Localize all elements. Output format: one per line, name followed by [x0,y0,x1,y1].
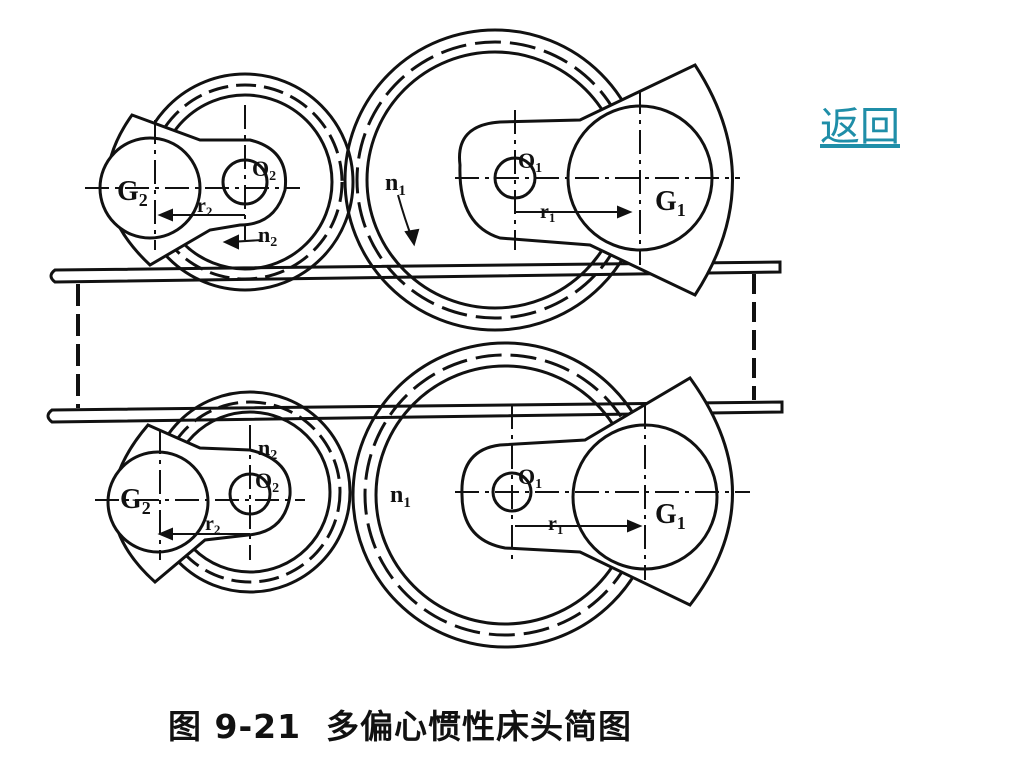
upper-eccentric-g2 [98,113,288,267]
label-o1-upper: O1 [518,148,542,176]
lower-eccentric-g2 [106,423,292,584]
label-r1-upper: r1 [540,201,555,225]
label-o1-lower: O1 [518,464,542,492]
label-r2-upper: r2 [197,195,212,219]
label-n1-lower: n1 [390,482,411,511]
dimension-arrows [157,194,643,541]
back-link[interactable]: 返回 [820,104,900,150]
label-n2-upper: n2 [258,222,277,250]
label-n1-upper: n1 [385,170,406,199]
figure-caption: 图 9-21 多偏心惯性床头简图 [168,707,633,746]
center-lines [85,90,750,580]
label-g2-upper: G2 [117,176,148,210]
label-o2-upper: O2 [252,156,276,184]
label-g1-lower: G1 [655,499,686,533]
label-r1-lower: r1 [548,513,563,537]
label-r2-lower: r2 [205,513,220,537]
label-g1-upper: G1 [655,186,686,220]
label-g2-lower: G2 [120,484,151,518]
label-o2-lower: O2 [255,468,279,496]
inertia-head-diagram: G1 O1 r1 n1 G2 O2 r2 n2 G1 O1 r1 n1 G2 O… [46,28,784,649]
label-n2-lower: n2 [258,435,277,463]
